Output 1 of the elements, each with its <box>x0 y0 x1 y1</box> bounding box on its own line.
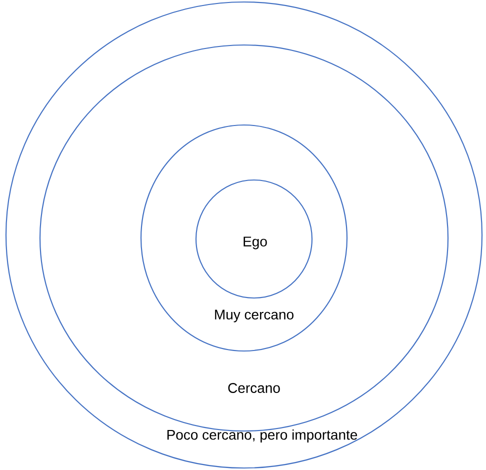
ring-region: Ego <box>195 179 313 299</box>
